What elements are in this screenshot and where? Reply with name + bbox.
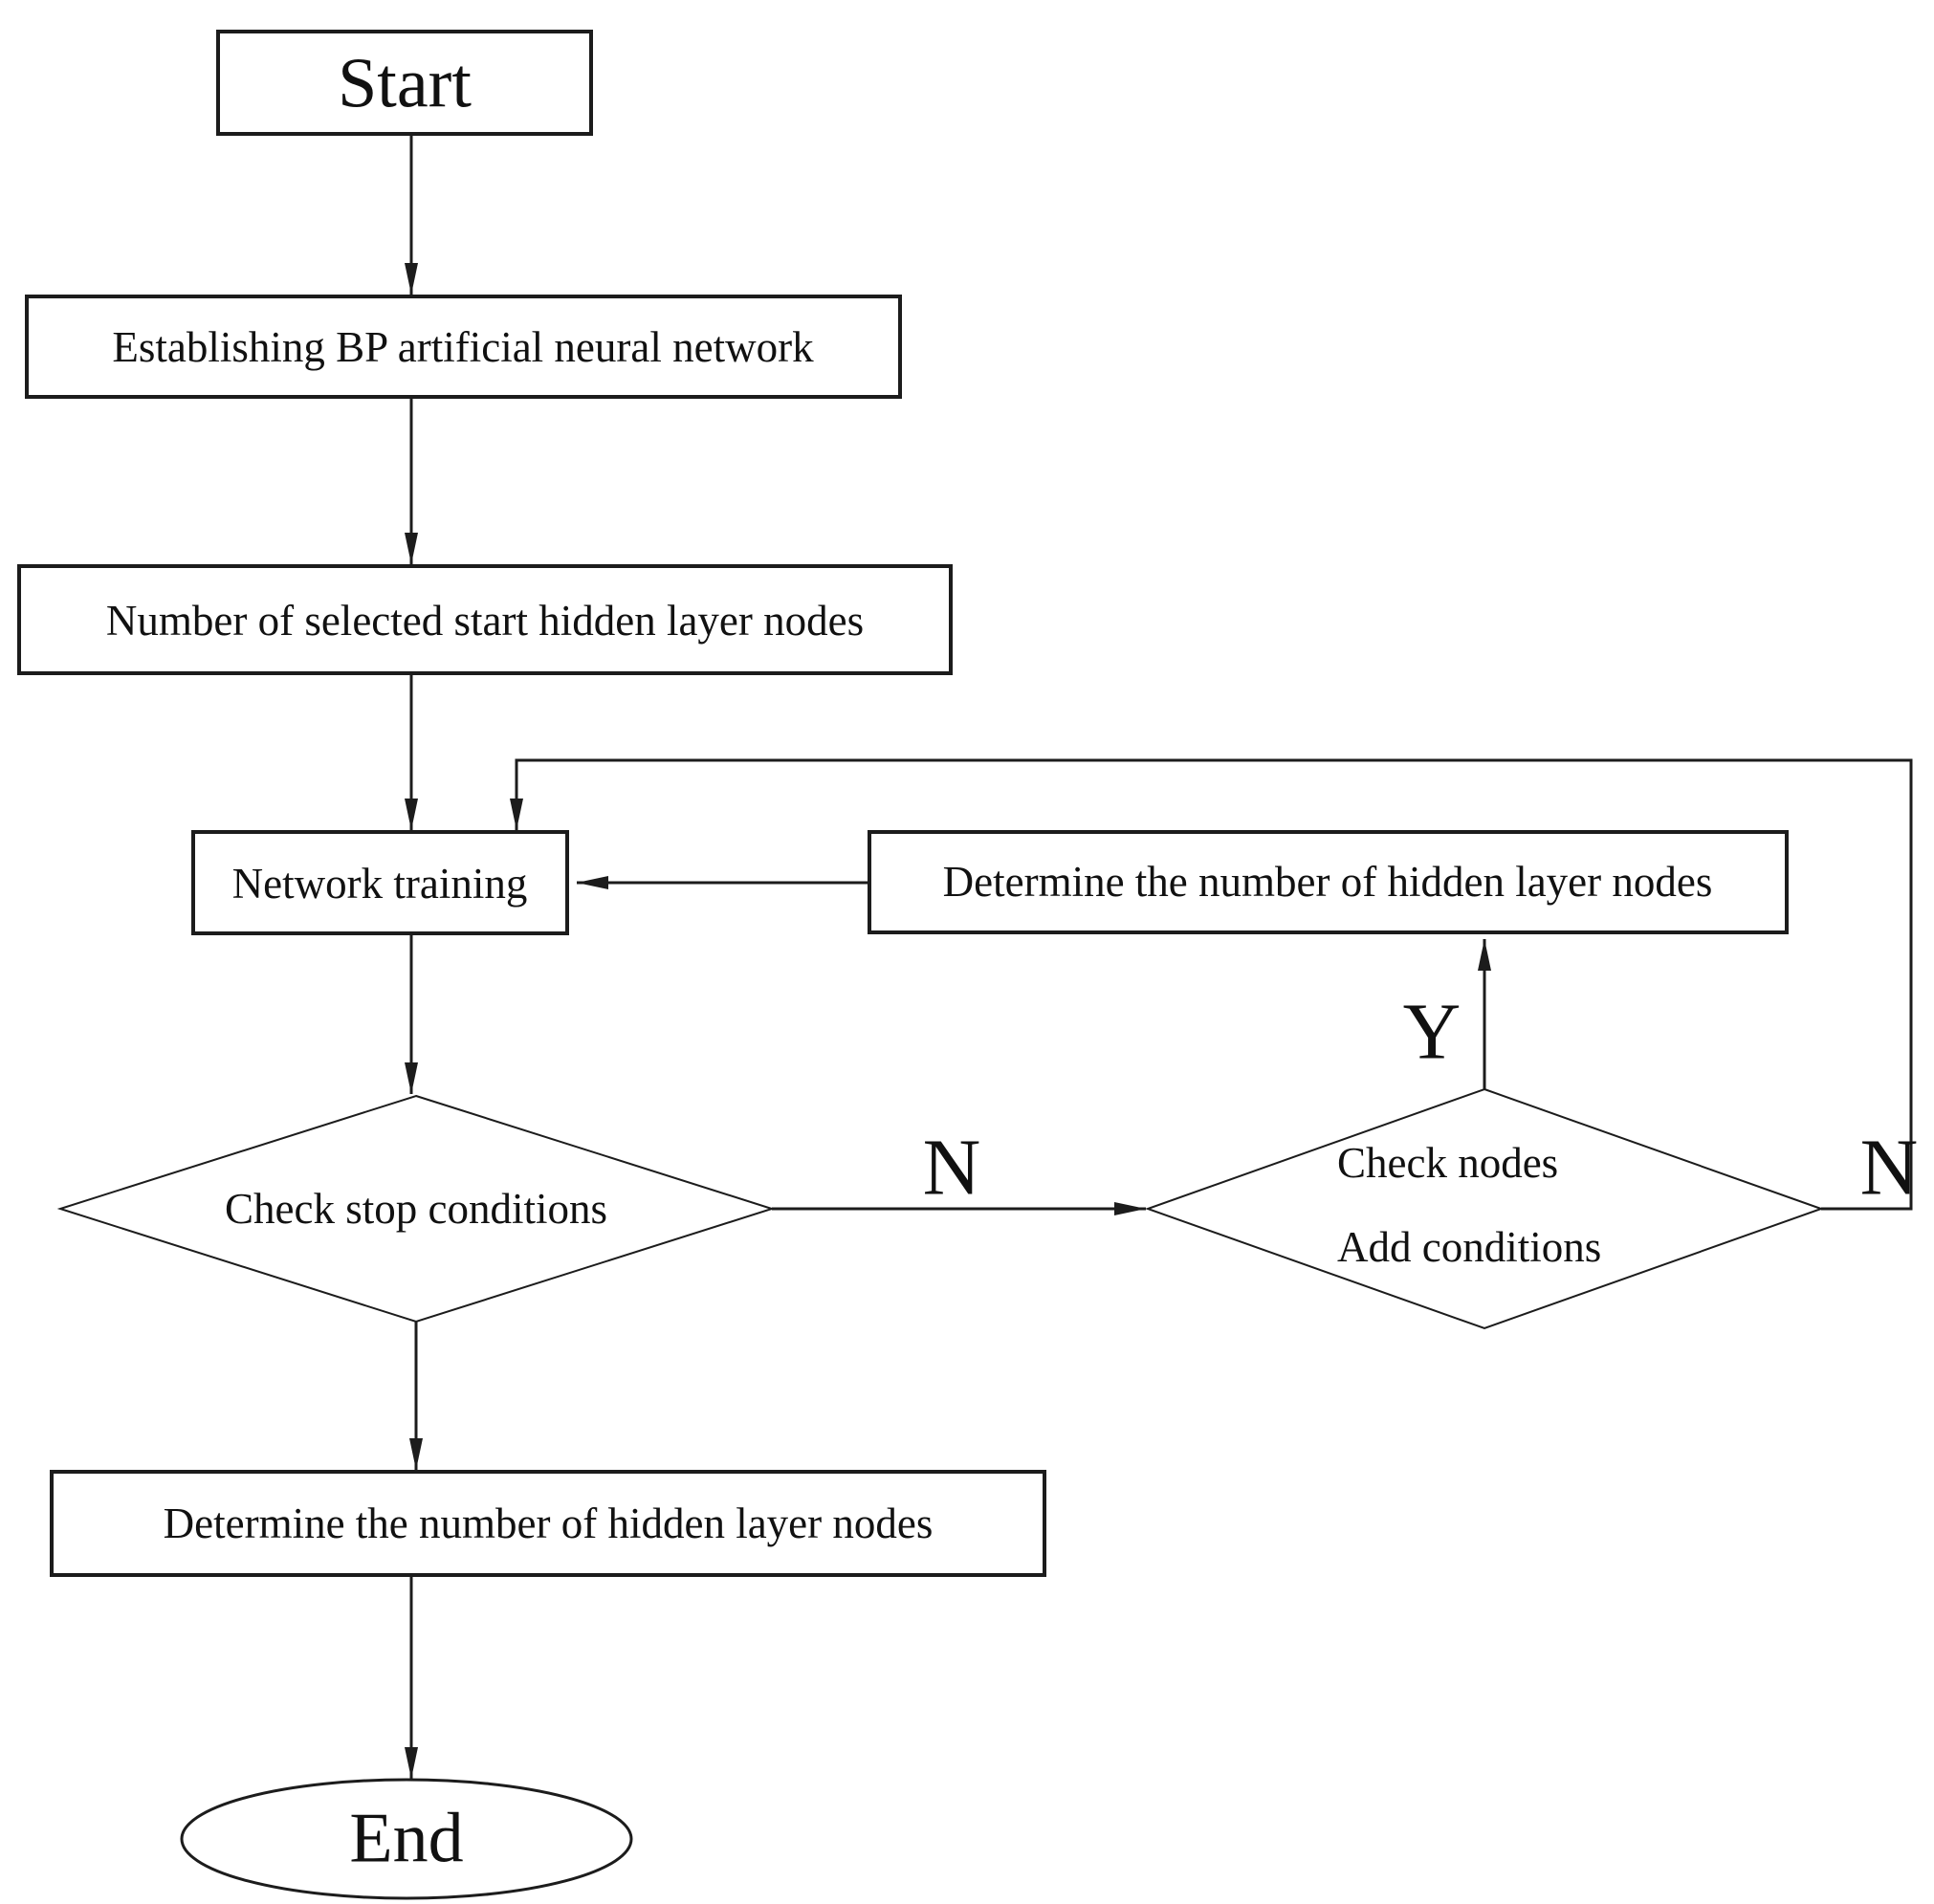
check-stop-diamond-shape — [56, 1094, 776, 1324]
determine-nodes-bottom-label: Determine the number of hidden layer nod… — [163, 1499, 934, 1547]
end-node-shape — [180, 1778, 633, 1900]
branch-label-checkadd-y: Y — [1402, 987, 1461, 1077]
end-node-label: End — [349, 1799, 464, 1878]
check-stop-label: Check stop conditions — [225, 1185, 607, 1233]
check-add-diamond-shape — [1145, 1087, 1824, 1330]
check-add-label-line2: Add conditions — [1337, 1223, 1602, 1271]
start-node-label: Start — [338, 44, 472, 123]
start-node-shape — [216, 30, 593, 136]
establish-node-shape — [25, 295, 902, 399]
network-training-shape — [191, 830, 569, 935]
branch-label-checkadd-n: N — [1859, 1123, 1919, 1213]
check-add-label: Check nodes Add conditions — [1337, 1121, 1601, 1289]
network-training-label: Network training — [231, 860, 528, 908]
determine-nodes-bottom-shape — [50, 1470, 1046, 1577]
determine-nodes-right-label: Determine the number of hidden layer nod… — [942, 858, 1713, 906]
establish-node-label: Establishing BP artificial neural networ… — [112, 323, 814, 371]
select-hidden-nodes-label: Number of selected start hidden layer no… — [105, 597, 865, 645]
check-add-label-line1: Check nodes — [1337, 1139, 1559, 1187]
branch-label-checkstop-n: N — [922, 1123, 981, 1213]
edge-checkadd-n-loop-to-training — [510, 758, 1913, 1211]
determine-nodes-right-shape — [868, 830, 1789, 934]
select-hidden-nodes-shape — [17, 564, 953, 675]
